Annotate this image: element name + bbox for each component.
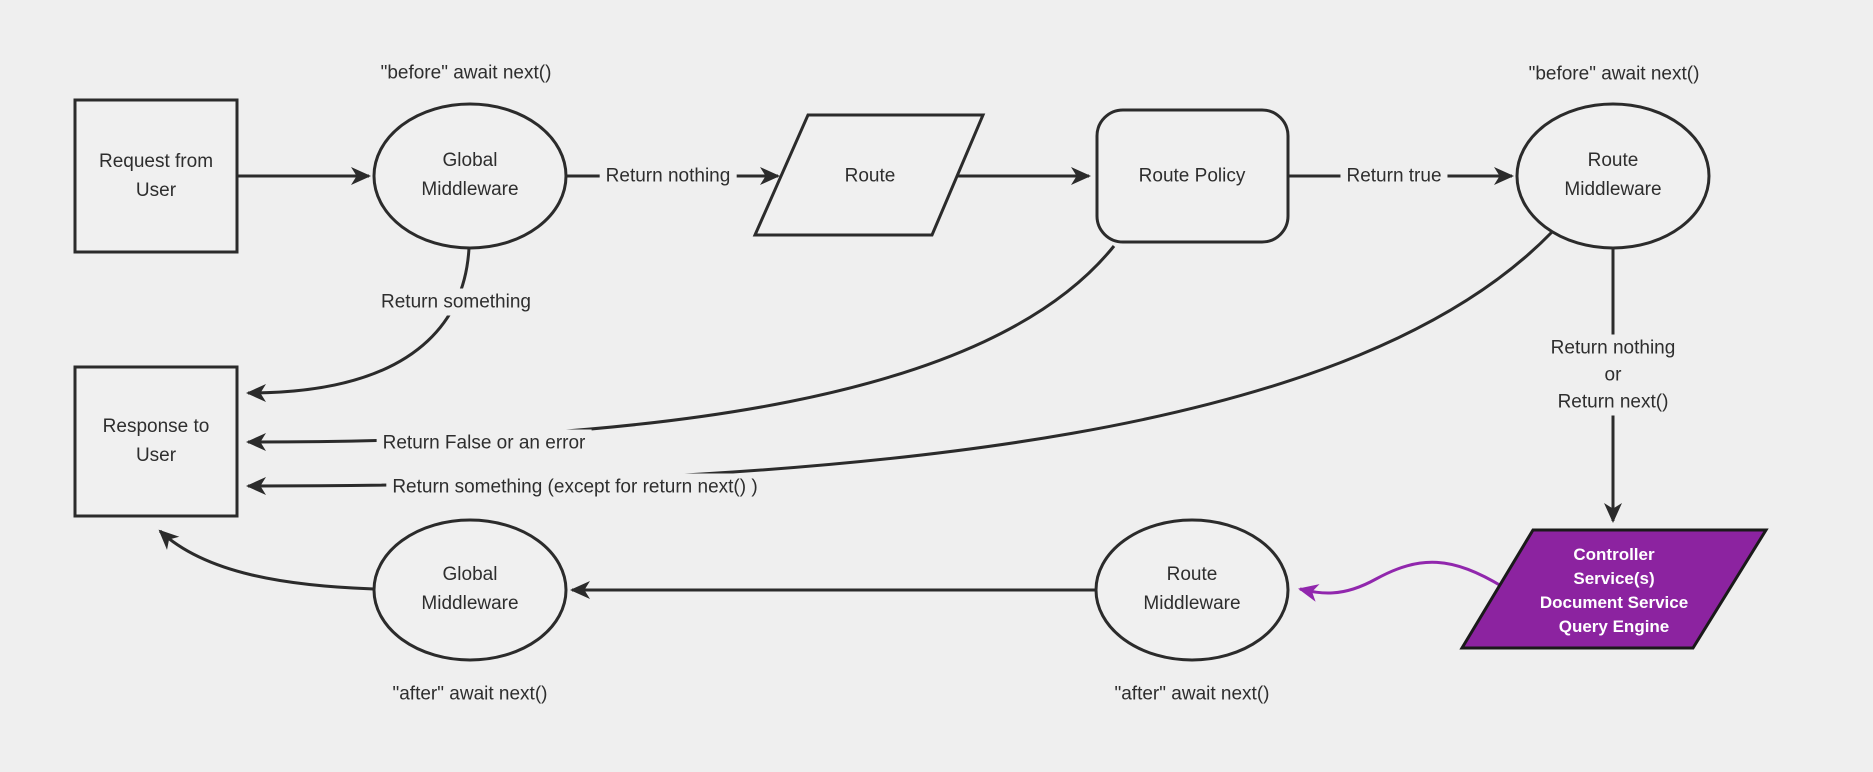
edge-global-middleware-to-response	[246, 247, 471, 402]
global-middleware-top-label: Global Middleware	[421, 150, 519, 200]
route-middleware-top-label: Route Middleware	[1564, 150, 1662, 200]
return-false-or-error-edge-label: Return False or an error	[376, 429, 592, 457]
route-policy-label: Route Policy	[1138, 165, 1246, 187]
after-await-next-route-annotation: "after" await next()	[1114, 683, 1270, 705]
edge-controller-to-route-middleware-bottom	[1298, 560, 1504, 602]
global-middleware-top-ellipse	[372, 102, 568, 250]
response-to-user-label: Response to User	[102, 416, 210, 466]
return-nothing-or-next-edge-label: Return nothing or Return next()	[1544, 334, 1682, 416]
return-something-except-edge-label: Return something (except for return next…	[386, 473, 764, 501]
route-label: Route	[844, 165, 896, 187]
return-something-edge-label: Return something	[375, 288, 537, 316]
global-middleware-bottom-label: Global Middleware	[421, 564, 519, 614]
edge-route-policy-to-response	[246, 245, 1116, 451]
route-policy-box	[1095, 108, 1290, 244]
route-middleware-bottom-label: Route Middleware	[1143, 564, 1241, 614]
return-nothing-edge-label: Return nothing	[599, 162, 737, 190]
route-middleware-top-ellipse	[1515, 102, 1711, 250]
return-true-edge-label: Return true	[1340, 162, 1448, 190]
controller-services-label: Controller Service(s) Document Service Q…	[1539, 545, 1689, 636]
request-from-user-label: Request from User	[98, 151, 214, 201]
global-middleware-bottom-ellipse	[372, 518, 568, 662]
after-await-next-global-annotation: "after" await next()	[392, 683, 548, 705]
edge-global-middleware-bottom-to-response	[158, 529, 375, 591]
controller-parallelogram	[1459, 528, 1769, 650]
before-await-next-global-annotation: "before" await next()	[380, 62, 552, 84]
route-parallelogram	[752, 113, 986, 237]
request-from-user-box	[73, 98, 239, 254]
route-middleware-bottom-ellipse	[1094, 518, 1290, 662]
response-to-user-box	[73, 365, 239, 518]
before-await-next-route-annotation: "before" await next()	[1528, 63, 1700, 85]
